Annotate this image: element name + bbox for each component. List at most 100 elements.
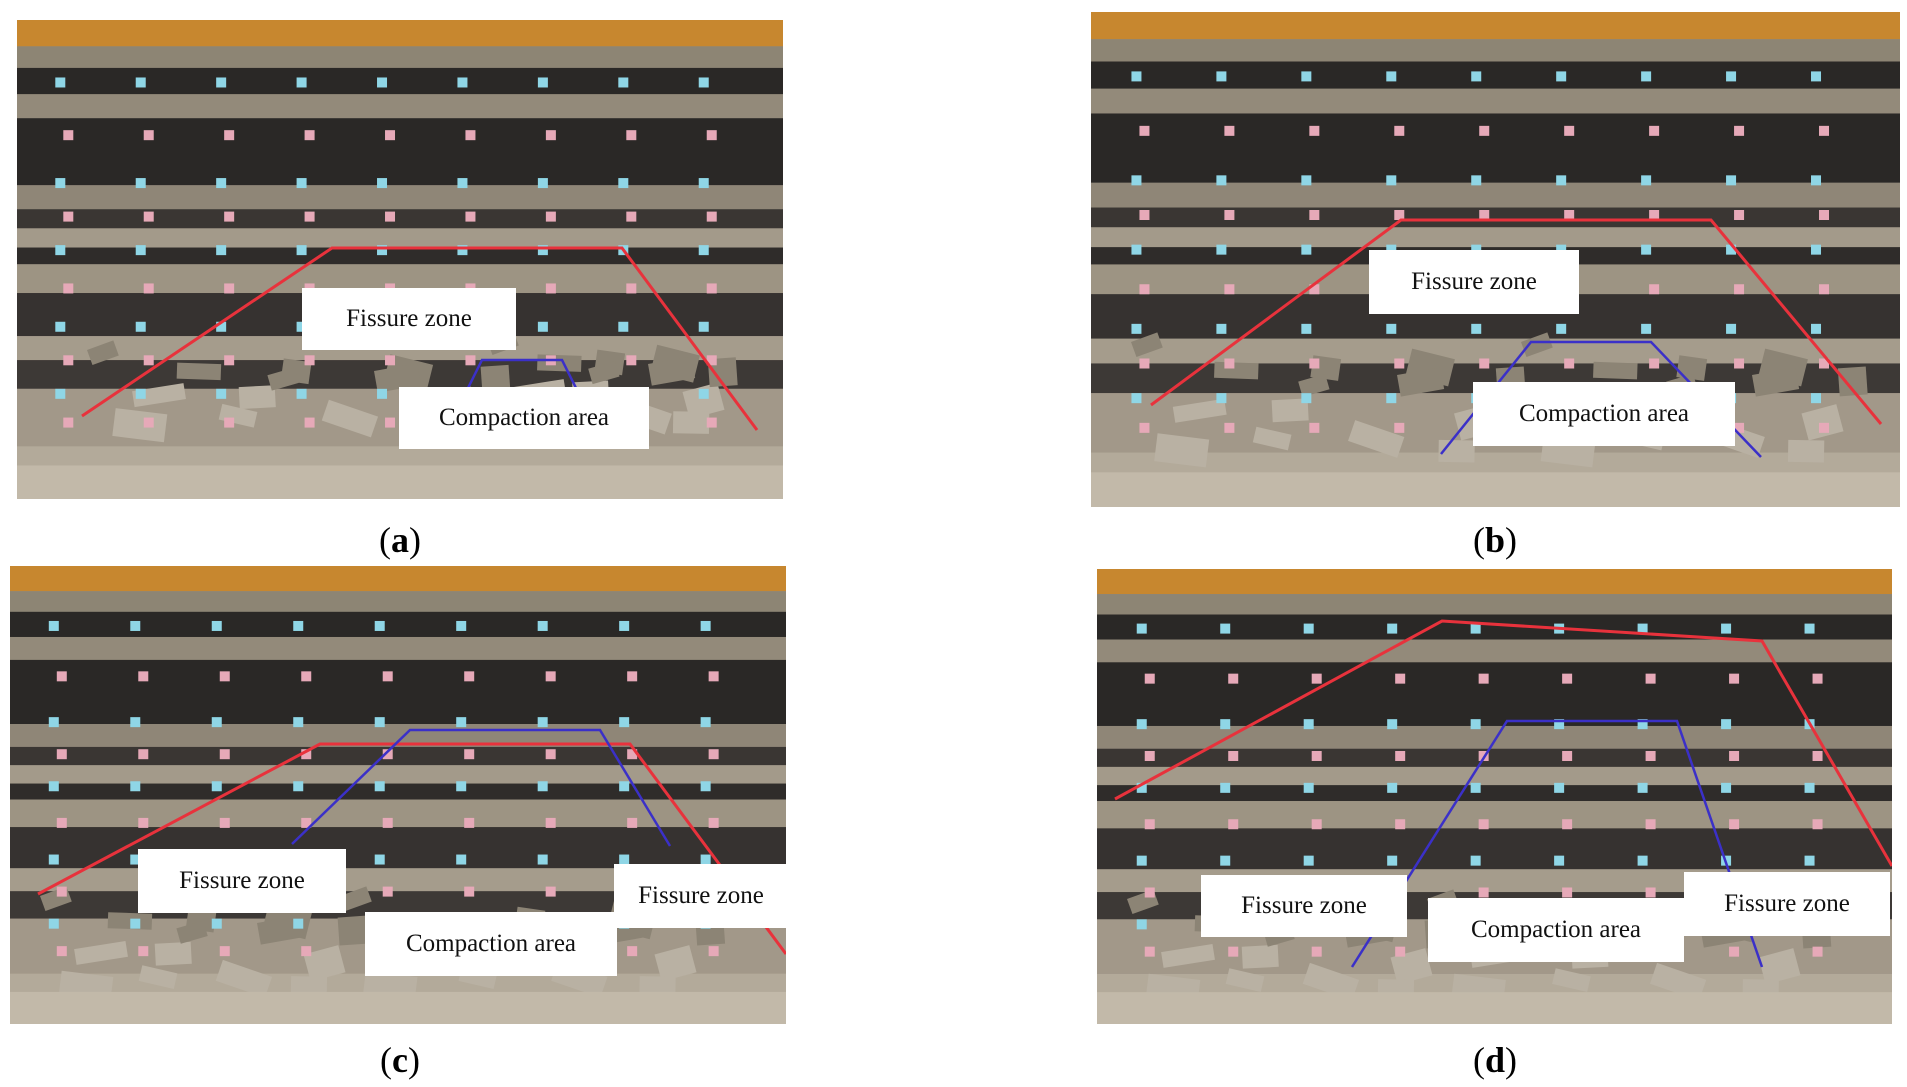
displacement-marker (1479, 125, 1490, 136)
displacement-marker (1812, 751, 1823, 761)
displacement-marker (1641, 323, 1652, 334)
displacement-marker (1224, 284, 1235, 295)
rock-stratum (1091, 182, 1900, 208)
displacement-marker (706, 211, 717, 222)
displacement-marker (1309, 284, 1320, 295)
displacement-marker (1811, 71, 1822, 82)
displacement-marker (1556, 323, 1567, 334)
rubble-block (337, 915, 368, 946)
displacement-marker (301, 671, 312, 682)
displacement-marker (55, 245, 66, 256)
displacement-marker (1395, 819, 1406, 830)
displacement-marker (1729, 673, 1740, 684)
displacement-marker (1641, 175, 1652, 186)
displacement-marker (377, 178, 388, 189)
rock-stratum (10, 659, 786, 725)
fissure-zone-boundary-line (1114, 619, 1892, 867)
displacement-marker (1220, 855, 1231, 866)
displacement-marker (1220, 623, 1231, 634)
displacement-marker (545, 749, 556, 760)
displacement-marker (1470, 623, 1481, 634)
displacement-marker (1301, 71, 1312, 82)
rock-stratum (1097, 785, 1892, 802)
displacement-marker (216, 388, 227, 399)
displacement-marker (1386, 244, 1397, 255)
displacement-marker (211, 620, 222, 631)
rubble-block (215, 959, 273, 998)
rubble-block (1676, 355, 1708, 381)
rock-stratum (1097, 725, 1892, 749)
rubble-block (1787, 439, 1825, 463)
displacement-marker (1144, 946, 1155, 957)
displacement-marker (143, 355, 154, 366)
displacement-marker (374, 620, 385, 631)
displacement-marker (1734, 210, 1745, 220)
displacement-marker (1131, 244, 1142, 255)
rubble-block (138, 965, 178, 989)
compaction-area-label: Compaction area (1428, 898, 1684, 962)
frame-top-bar (10, 566, 786, 592)
frame-bottom-bar (17, 465, 783, 499)
fissure-zone-boundary-line (37, 742, 786, 955)
displacement-marker (1386, 393, 1397, 404)
displacement-marker (377, 77, 388, 88)
rubble-block (1520, 332, 1553, 358)
displacement-marker (1637, 782, 1648, 793)
rubble-block (648, 356, 696, 386)
fissure-zone-label: Fissure zone (302, 288, 516, 350)
rubble-block (267, 367, 299, 391)
fissure-zone-label-right: Fissure zone (614, 864, 786, 928)
displacement-marker (627, 671, 638, 682)
displacement-marker (1641, 244, 1652, 255)
displacement-marker (619, 717, 630, 728)
displacement-marker (1131, 323, 1142, 334)
rubble-block (1552, 968, 1591, 992)
caption-letter: b (1484, 520, 1506, 560)
rock-stratum (10, 799, 786, 828)
compaction-area-boundary-line (291, 728, 672, 847)
displacement-marker (1562, 887, 1573, 898)
displacement-marker (296, 321, 307, 332)
displacement-marker (1386, 175, 1397, 186)
displacement-marker (135, 245, 146, 256)
displacement-marker (48, 620, 59, 631)
displacement-marker (219, 749, 230, 760)
rubble-block (1348, 420, 1405, 458)
displacement-marker (626, 355, 637, 366)
displacement-marker (296, 178, 307, 189)
displacement-marker (304, 355, 315, 366)
displacement-marker (1309, 358, 1320, 369)
displacement-marker (304, 417, 315, 428)
rubble-block (654, 945, 697, 982)
displacement-marker (1395, 751, 1406, 761)
rubble-block (1161, 943, 1215, 968)
displacement-marker (537, 854, 548, 865)
displacement-marker (1301, 393, 1312, 404)
displacement-marker (1726, 175, 1737, 186)
displacement-marker (219, 817, 230, 828)
displacement-marker (55, 388, 66, 399)
rock-stratum (17, 67, 783, 95)
displacement-marker (1645, 819, 1656, 830)
displacement-marker (130, 620, 141, 631)
rubble-block (1298, 373, 1330, 397)
displacement-marker (385, 417, 396, 428)
displacement-marker (1216, 393, 1227, 404)
displacement-marker (216, 321, 227, 332)
displacement-marker (1216, 175, 1227, 186)
caption-c: (c) (340, 1040, 460, 1080)
displacement-marker (138, 946, 149, 957)
displacement-marker (706, 130, 717, 141)
displacement-marker (1641, 71, 1652, 82)
displacement-marker (374, 854, 385, 865)
displacement-marker (1136, 623, 1147, 634)
displacement-marker (1562, 819, 1573, 830)
displacement-marker (1554, 719, 1565, 730)
displacement-marker (130, 918, 141, 929)
rubble-block (112, 408, 168, 443)
displacement-marker (216, 77, 227, 88)
rock-stratum (1091, 61, 1900, 89)
caption-letter: a (391, 520, 409, 560)
displacement-marker (1556, 71, 1567, 82)
displacement-marker (1812, 946, 1823, 957)
